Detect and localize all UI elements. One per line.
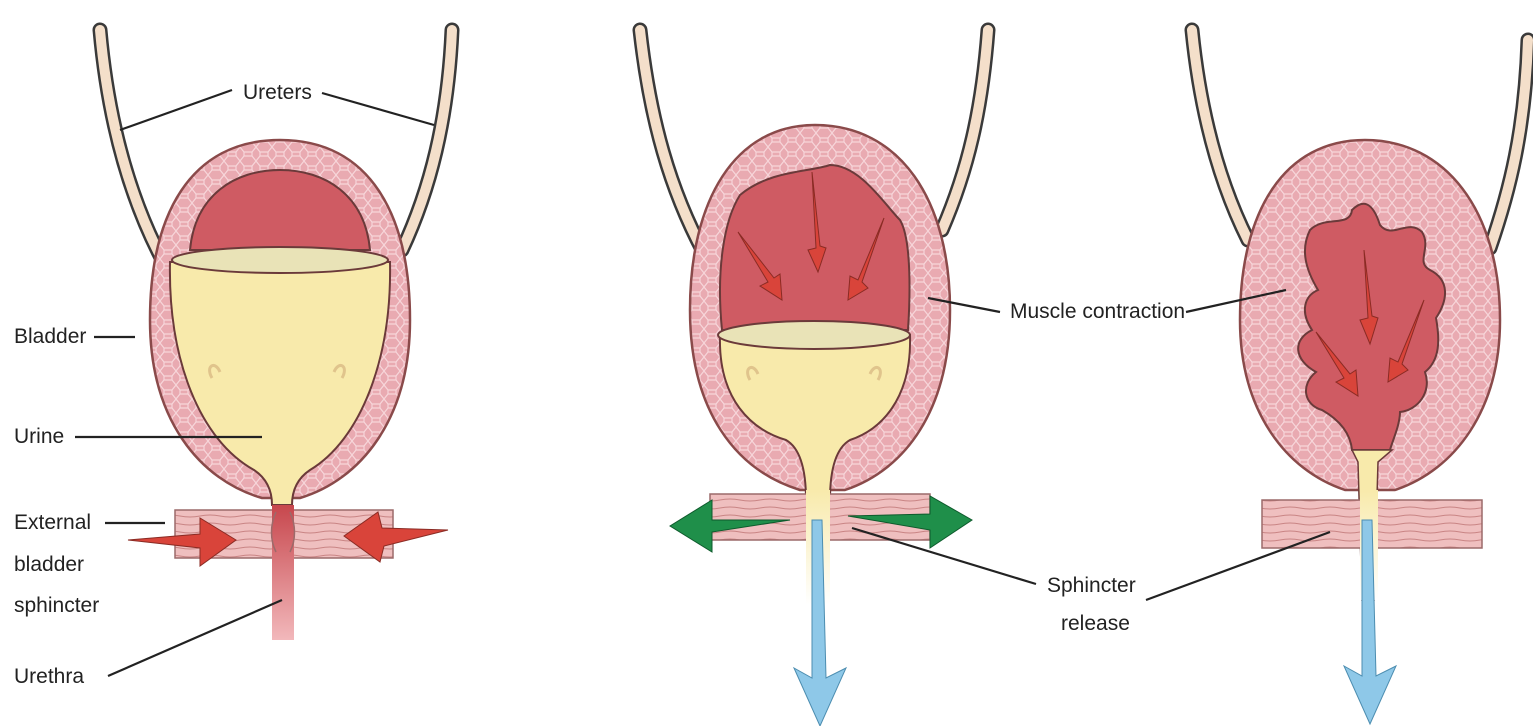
right-ureter	[402, 30, 452, 250]
urine-surface	[172, 247, 388, 273]
panel-filling	[100, 30, 452, 640]
panel-voiding-start	[640, 30, 988, 726]
label-ureters: Ureters	[243, 81, 312, 104]
label-urethra: Urethra	[14, 665, 84, 688]
left-ureter	[100, 30, 165, 265]
label-sphincter-release-line2: release	[1061, 612, 1130, 635]
label-external-line2: bladder	[14, 553, 84, 576]
label-muscle-contraction: Muscle contraction	[1010, 300, 1185, 323]
urethra-closed	[272, 505, 294, 640]
label-urine: Urine	[14, 425, 64, 448]
bladder-urine	[170, 262, 390, 505]
panel-voiding-complete	[1192, 30, 1528, 724]
label-external-line3: sphincter	[14, 594, 99, 617]
label-bladder: Bladder	[14, 325, 86, 348]
label-sphincter-release-line1: Sphincter	[1047, 574, 1136, 597]
label-external-line1: External	[14, 511, 91, 534]
urine-flow-arrow	[794, 520, 846, 726]
